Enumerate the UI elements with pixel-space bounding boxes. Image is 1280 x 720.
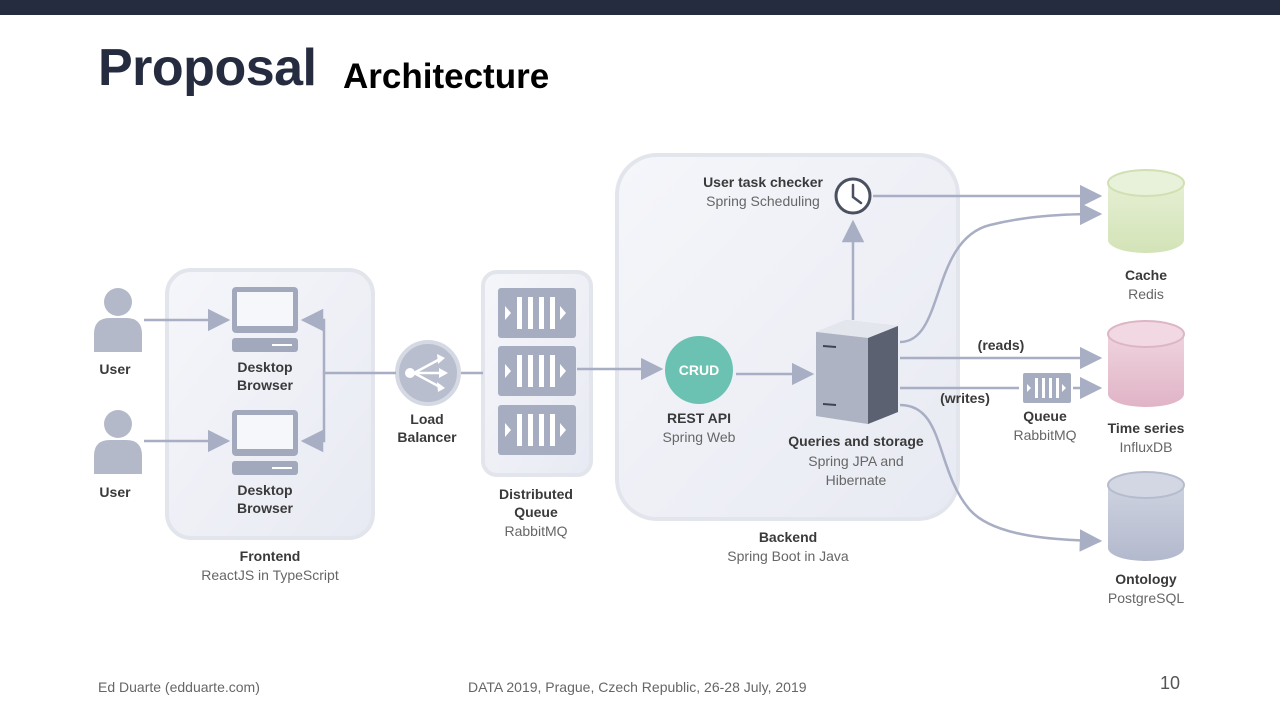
queue-icon: [498, 288, 576, 338]
backend-subtitle: Spring Boot in Java: [727, 548, 849, 564]
desktop-browser-icon: [232, 287, 298, 352]
load-balancer-label: Balancer: [397, 429, 457, 445]
crud-badge-label: CRUD: [679, 362, 719, 378]
footer-author: Ed Duarte (edduarte.com): [98, 679, 260, 695]
server-icon: [816, 320, 898, 424]
writes-edge-label: (writes): [940, 390, 990, 406]
load-balancer-icon: [395, 340, 461, 406]
cache-title: Cache: [1125, 267, 1167, 283]
slide-subtitle: Architecture: [343, 57, 550, 96]
storage-title: Queries and storage: [788, 433, 924, 449]
frontend-title: Frontend: [240, 548, 301, 564]
user-icon: [94, 410, 142, 474]
top-bar: [0, 0, 1280, 15]
storage-subtitle: Hibernate: [826, 472, 887, 488]
connectors: [144, 184, 1103, 552]
page-number: 10: [1160, 673, 1181, 693]
time-series-title: Time series: [1108, 420, 1185, 436]
write-queue-title: Queue: [1023, 408, 1067, 424]
ontology-subtitle: PostgreSQL: [1108, 590, 1184, 606]
distributed-queue-title: Distributed: [499, 486, 573, 502]
write-queue-icon: [1023, 373, 1071, 403]
task-checker-title: User task checker: [703, 174, 823, 190]
desktop-browser-icon: [232, 410, 298, 475]
load-balancer-label: Load: [410, 411, 443, 427]
ontology-title: Ontology: [1115, 571, 1177, 587]
browser-label: Desktop: [237, 359, 292, 375]
browser-label: Browser: [237, 500, 294, 516]
frontend-container: [165, 268, 375, 540]
storage-subtitle: Spring JPA and: [808, 453, 903, 469]
footer-event: DATA 2019, Prague, Czech Republic, 26-28…: [468, 679, 807, 695]
time-series-subtitle: InfluxDB: [1120, 439, 1173, 455]
ontology-database-icon: [1107, 471, 1185, 561]
write-queue-subtitle: RabbitMQ: [1013, 427, 1076, 443]
rest-api-subtitle: Spring Web: [663, 429, 736, 445]
user-label: User: [99, 484, 131, 500]
storage-to-ontology-arrow: [899, 403, 1103, 552]
cache-database-icon: [1107, 169, 1185, 253]
storage-to-cache-arrow: [899, 202, 1103, 344]
cache-subtitle: Redis: [1128, 286, 1164, 302]
backend-title: Backend: [759, 529, 817, 545]
backend-container: [615, 153, 960, 521]
browser-label: Desktop: [237, 482, 292, 498]
reads-edge-label: (reads): [978, 337, 1025, 353]
distributed-queue-title: Queue: [514, 504, 558, 520]
frontend-return-arrow: [300, 308, 327, 375]
task-checker-subtitle: Spring Scheduling: [706, 193, 820, 209]
crud-badge: [665, 336, 733, 404]
slide-title: Proposal: [98, 39, 317, 97]
frontend-subtitle: ReactJS in TypeScript: [201, 567, 339, 583]
frontend-return-arrow: [300, 373, 326, 453]
rest-api-title: REST API: [667, 410, 731, 426]
queue-icon: [498, 346, 576, 396]
user-label: User: [99, 361, 131, 377]
distributed-queue-subtitle: RabbitMQ: [504, 523, 567, 539]
clock-icon: [834, 177, 872, 215]
user-icon: [94, 288, 142, 352]
queue-icon: [498, 405, 576, 455]
time-series-database-icon: [1107, 320, 1185, 407]
browser-label: Browser: [237, 377, 294, 393]
